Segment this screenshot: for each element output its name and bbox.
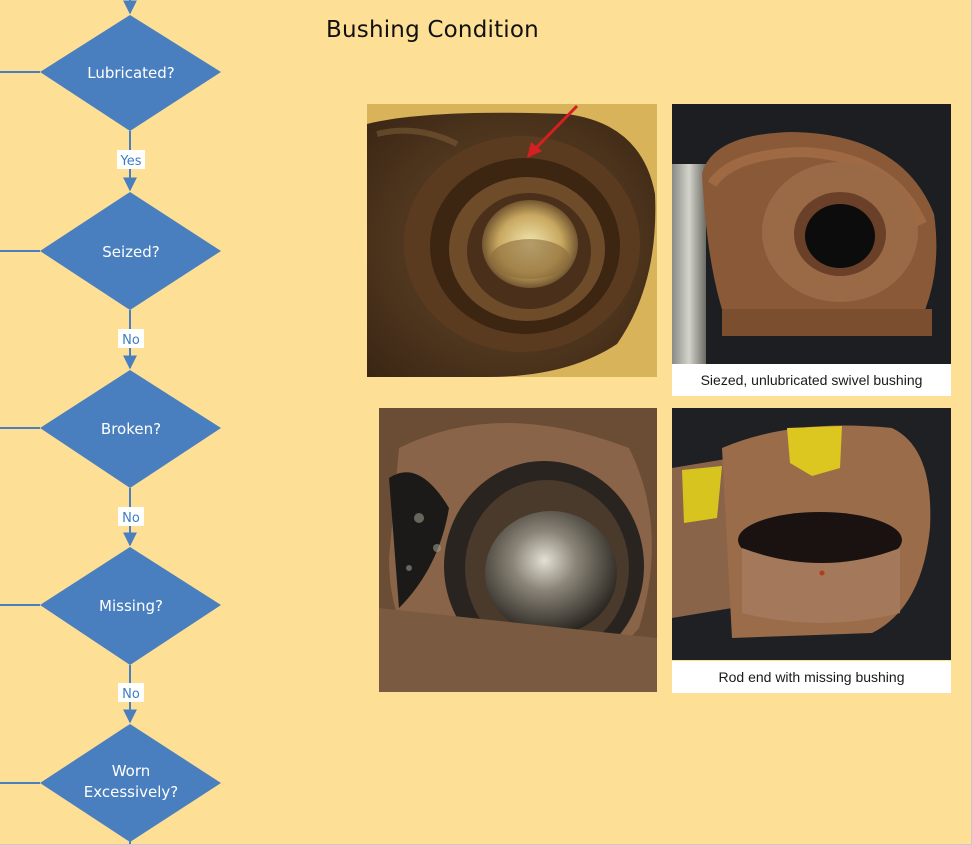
edge-label-text: No — [122, 511, 140, 526]
decision-label: Broken? — [101, 420, 161, 438]
photo-broken-bushing — [379, 408, 657, 692]
edge-label-text: Yes — [120, 154, 142, 169]
photo-seized-swivel-bushing: Siezed, unlubricated swivel bushing — [672, 104, 951, 396]
flowchart: Yes No No No Lubricated? Seized? Broken? — [0, 0, 260, 845]
decision-missing: Missing? — [40, 547, 221, 665]
decision-seized: Seized? — [40, 192, 221, 310]
edge-label-text: No — [122, 333, 140, 348]
edge-label-lubricated-seized: Yes — [117, 150, 145, 169]
decision-lubricated: Lubricated? — [40, 15, 221, 131]
decision-worn-excessively: Worn Excessively? — [40, 724, 221, 842]
decision-label: Worn — [112, 762, 151, 780]
photo-caption: Rod end with missing bushing — [672, 661, 951, 693]
edge-label-broken-missing: No — [118, 507, 144, 526]
edge-label-seized-broken: No — [118, 329, 144, 348]
edge-label-missing-worn: No — [118, 683, 144, 702]
decision-label: Lubricated? — [87, 64, 175, 82]
edge-label-text: No — [122, 687, 140, 702]
photo-caption: Siezed, unlubricated swivel bushing — [672, 364, 951, 396]
decision-label: Excessively? — [84, 783, 178, 801]
decision-label: Seized? — [102, 243, 160, 261]
photo-rod-end-missing-bushing: Rod end with missing bushing — [672, 408, 951, 693]
decision-broken: Broken? — [40, 370, 221, 488]
slide-title: Bushing Condition — [326, 17, 539, 43]
decision-label: Missing? — [99, 597, 163, 615]
photo-bushing-with-arrow — [367, 104, 657, 377]
